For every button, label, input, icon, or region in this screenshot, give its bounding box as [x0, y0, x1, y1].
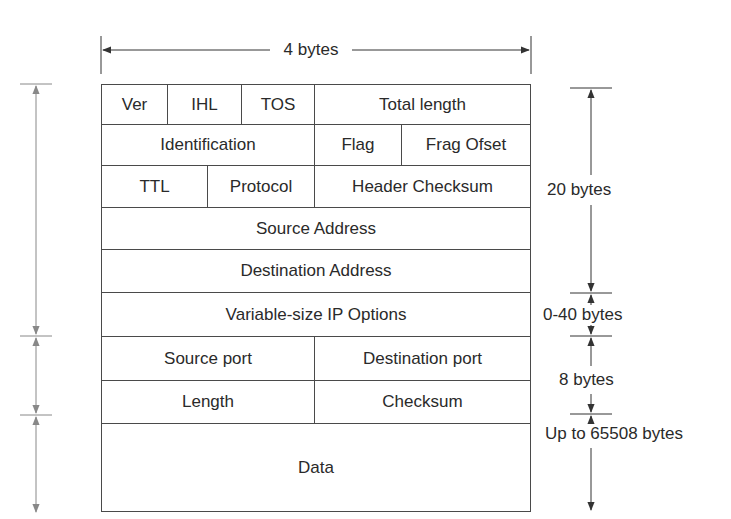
header-field: TOS — [241, 84, 315, 125]
header-field: Destination Address — [101, 249, 531, 293]
field-name: Total length — [379, 95, 466, 115]
header-field: IHL — [167, 84, 242, 125]
header-field: Protocol — [207, 165, 315, 208]
field-name: Data — [298, 458, 334, 478]
header-field: Source port — [101, 336, 315, 381]
header-field: Source Address — [101, 207, 531, 250]
dimension-label: 0-40 bytes — [541, 305, 624, 325]
field-name: TTL — [139, 177, 169, 197]
header-field: Destination port — [314, 336, 531, 381]
dimension-label: 8 bytes — [557, 370, 616, 390]
field-name: Frag Ofset — [426, 135, 506, 155]
field-name: Source Address — [256, 219, 376, 239]
header-field: Variable-size IP Options — [101, 292, 531, 337]
header-field: Total length — [314, 84, 531, 125]
header-field: Identification — [101, 124, 315, 166]
field-name: Destination port — [363, 349, 482, 369]
header-field: Data — [101, 423, 531, 512]
field-name: Header Checksum — [352, 177, 493, 197]
header-field: Frag Ofset — [401, 124, 531, 166]
field-name: Ver — [122, 95, 148, 115]
dimension-label: 4 bytes — [282, 40, 341, 60]
field-name: Checksum — [382, 392, 462, 412]
field-name: Destination Address — [240, 261, 391, 281]
field-name: TOS — [261, 95, 296, 115]
header-field: Length — [101, 380, 315, 424]
dimension-label: Up to 65508 bytes — [543, 424, 685, 444]
field-name: Protocol — [230, 177, 292, 197]
field-name: Length — [182, 392, 234, 412]
field-name: Variable-size IP Options — [226, 305, 407, 325]
dimension-label: 20 bytes — [545, 180, 613, 200]
field-name: IHL — [191, 95, 217, 115]
field-name: Flag — [341, 135, 374, 155]
field-name: Source port — [164, 349, 252, 369]
header-field: Checksum — [314, 380, 531, 424]
field-name: Identification — [160, 135, 255, 155]
header-field: Ver — [101, 84, 168, 125]
header-field: TTL — [101, 165, 208, 208]
header-field: Flag — [314, 124, 402, 166]
header-field: Header Checksum — [314, 165, 531, 208]
